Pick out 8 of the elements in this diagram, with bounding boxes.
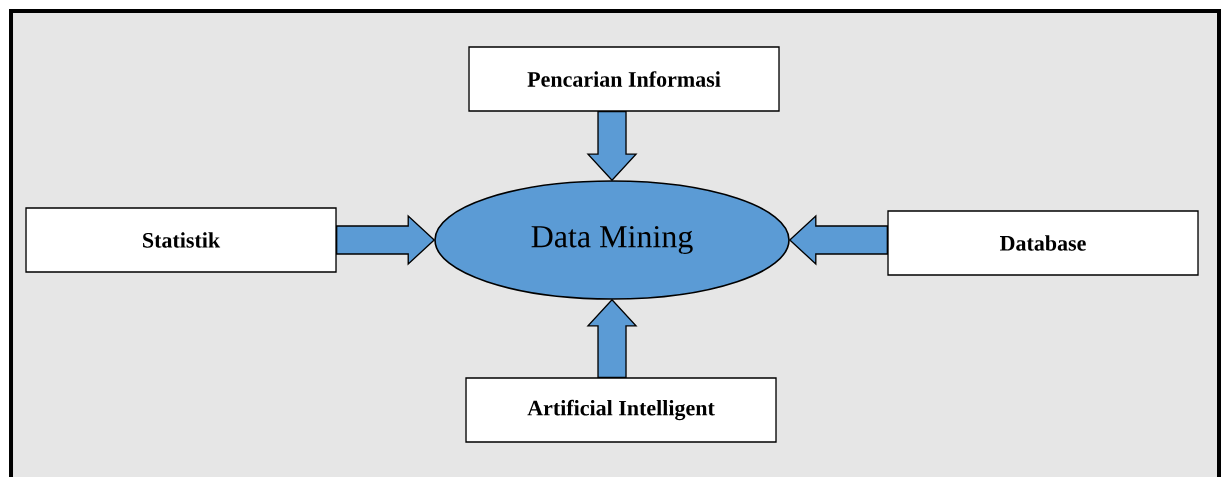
process-box: Pencarian Informasi: [468, 46, 780, 112]
process-box: Database: [887, 210, 1199, 276]
block-arrow: [586, 111, 638, 182]
process-box: Statistik: [25, 207, 337, 273]
block-arrow: [586, 298, 638, 378]
block-arrow: [336, 214, 436, 266]
block-arrow: [788, 214, 888, 266]
process-box: Artificial Intelligent: [465, 377, 777, 443]
